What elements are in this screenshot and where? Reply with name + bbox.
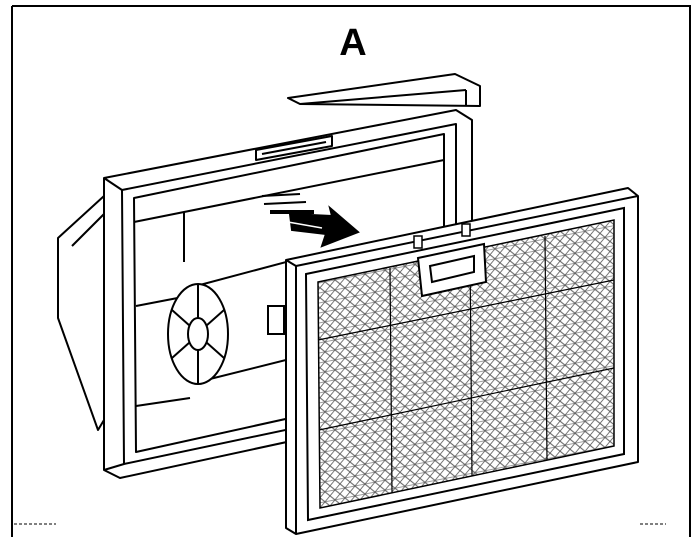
figure-label: A	[339, 22, 367, 64]
direction-arrow-icon	[261, 193, 360, 248]
fan-motor-icon	[167, 260, 287, 385]
filter-handle-icon	[416, 242, 488, 298]
grease-filter-icon	[285, 187, 639, 535]
